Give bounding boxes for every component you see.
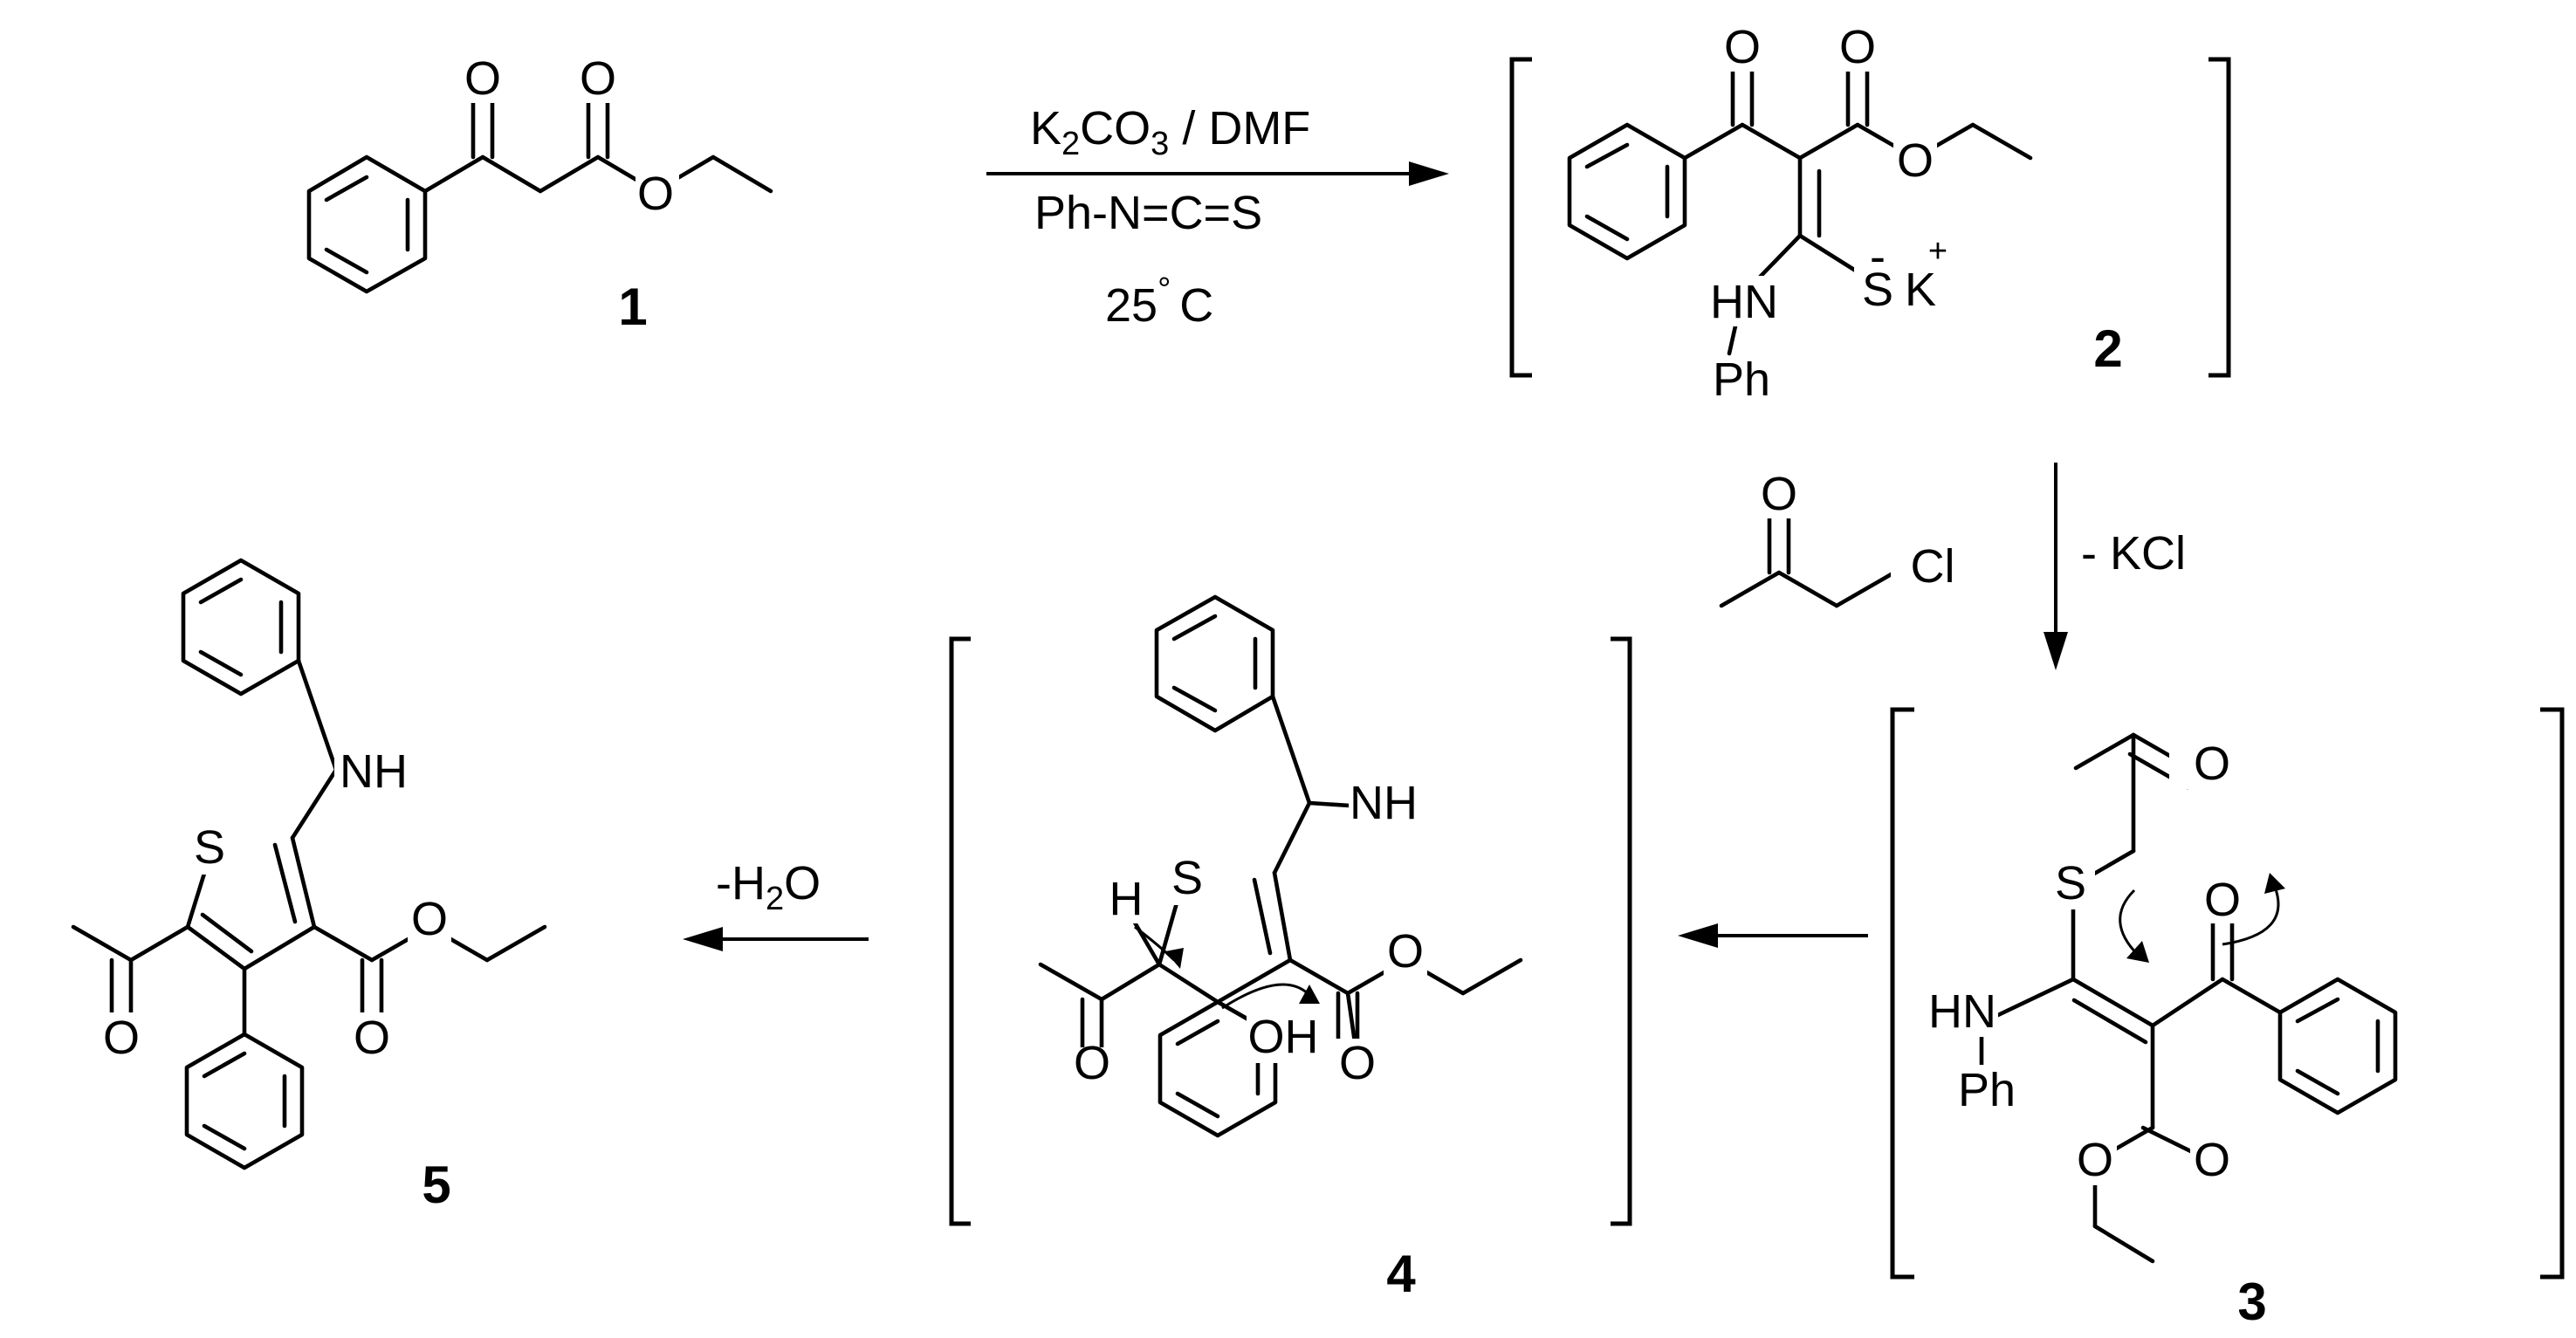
atom-o: O (1839, 21, 1876, 73)
atom-o: O (411, 893, 448, 945)
atom-o: O (2194, 738, 2230, 790)
atom-cl: Cl (1911, 540, 1955, 593)
byproduct-kcl: - KCl (2081, 527, 2186, 580)
atom-o: O (2194, 1134, 2230, 1186)
atom-nh: NH (340, 745, 408, 798)
reagent-k2co3-dmf: K2CO3 / DMF (1030, 102, 1310, 162)
charge-plus: + (1928, 233, 1947, 270)
atom-o: O (354, 1012, 390, 1064)
atom-o: O (637, 168, 674, 220)
compound-label: 3 (2237, 1273, 2266, 1331)
atom-o: O (580, 52, 616, 105)
atom-oh: OH (1248, 1011, 1319, 1063)
charge-minus: - (1870, 230, 1886, 283)
atom-ph: Ph (1713, 353, 1770, 406)
step4-arrow: -H2O (683, 857, 869, 951)
atom-s: S (1171, 852, 1203, 904)
atom-o: O (1724, 21, 1761, 73)
compound-2: O O O HN Ph S K - + 2 (1509, 21, 2231, 406)
compound-label: 1 (618, 278, 647, 336)
atom-o: O (2204, 874, 2241, 926)
atom-h: H (1109, 873, 1144, 925)
atom-hn: HN (1928, 985, 1996, 1038)
step2-arrow: - KCl (2044, 463, 2186, 670)
atom-o: O (2077, 1134, 2113, 1186)
atom-o: O (1339, 1037, 1376, 1089)
chloroacetone: O Cl (1719, 468, 1978, 608)
atom-s: S (2055, 857, 2086, 909)
atom-o: O (103, 1012, 140, 1064)
compound-label: 5 (422, 1156, 450, 1214)
step3-arrow (1678, 923, 1868, 948)
atom-nh: NH (1350, 777, 1418, 829)
atom-hn: HN (1710, 276, 1778, 328)
compound-1: O O O 1 (306, 52, 773, 336)
compound-4: NH S H OH O O O 4 (949, 594, 1632, 1303)
atom-ph: Ph (1958, 1064, 2016, 1116)
reaction-temperature: 25°C (1105, 271, 1213, 332)
reagent-phenyl-isothiocyanate: Ph-N=C=S (1034, 187, 1262, 239)
compound-3: O S O HN Ph O O 3 (1890, 707, 2565, 1331)
compound-label: 2 (2093, 319, 2122, 378)
atom-s: S (194, 821, 225, 874)
atom-o: O (1387, 925, 1424, 978)
atom-k: K (1905, 264, 1936, 316)
atom-o: O (1897, 134, 1934, 187)
compound-5: NH S O O O 5 (71, 558, 547, 1214)
compound-label: 4 (1386, 1245, 1416, 1303)
atom-o: O (1074, 1037, 1110, 1089)
atom-o: O (1761, 468, 1797, 520)
step1-arrow: K2CO3 / DMF Ph-N=C=S 25°C (986, 102, 1449, 332)
byproduct-water: -H2O (716, 857, 821, 917)
atom-s: S (1862, 264, 1893, 316)
atom-o: O (464, 52, 501, 105)
